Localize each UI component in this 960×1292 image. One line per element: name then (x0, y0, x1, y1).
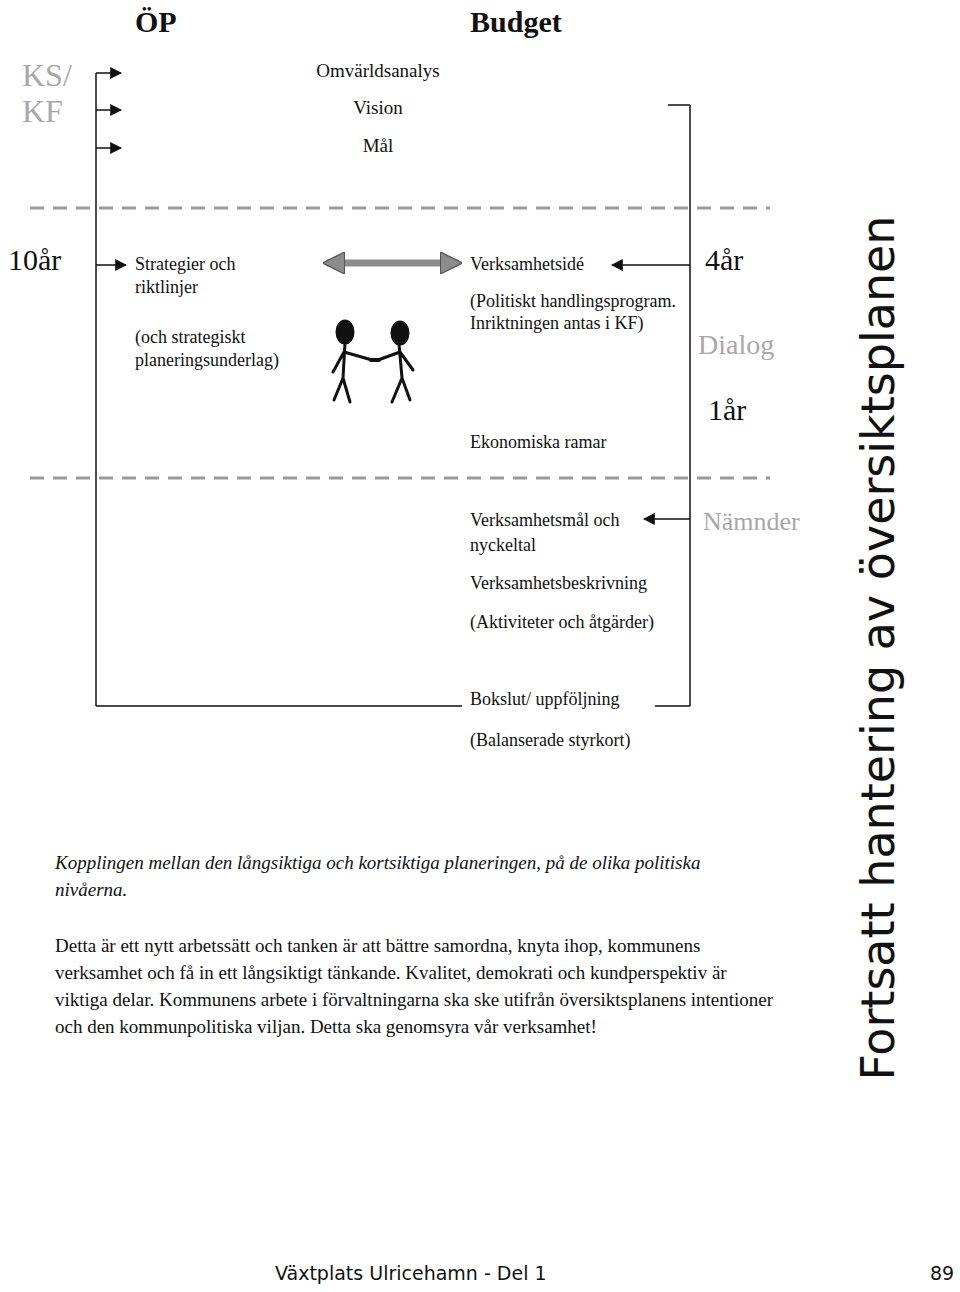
handshake-figures (333, 321, 413, 402)
period-label: 1år (708, 392, 746, 428)
period-label: 10år (8, 242, 61, 278)
block-note: (Politiskt handlingsprogram. Inriktninge… (470, 290, 684, 335)
level-label: Nämnder (703, 506, 800, 537)
page-title: Fortsatt hantering av översiktsplanen (855, 215, 901, 1080)
block-heading: Strategier och riktlinjer (135, 253, 270, 298)
strategy-block: Strategier och riktlinjer (och strategisk… (135, 253, 317, 371)
column-heading: Budget (470, 4, 562, 40)
period-label: 4år (705, 242, 743, 278)
block-heading: Verksamhetsidé (470, 253, 684, 276)
plan-step: (Balanserade styrkort) (470, 730, 630, 752)
figure-caption: Kopplingen mellan den långsiktiga och ko… (55, 849, 745, 903)
plan-step: (Aktiviteter och åtgärder) (470, 612, 654, 634)
plan-step: Ekonomiska ramar (470, 432, 606, 454)
budget-block: Verksamhetsidé (Politiskt handlingsprogra… (470, 253, 684, 335)
level-dividers (30, 208, 770, 478)
plan-step: Vision (303, 97, 453, 120)
body-paragraph: Detta är ett nytt arbetssätt och tanken … (55, 932, 775, 1040)
column-heading: ÖP (135, 4, 177, 40)
bracket-lines (96, 73, 690, 706)
page-number: 89 (930, 1262, 954, 1285)
level-label: KS/ KF (22, 58, 92, 130)
plan-step: Omvärldsanalys (303, 60, 453, 83)
plan-step: Mål (303, 135, 453, 158)
plan-step: Verksamhetsbeskrivning (470, 573, 647, 595)
plan-step: Verksamhetsmål och nyckeltal (470, 508, 630, 558)
level-label: Dialog (698, 328, 774, 362)
block-note: (och strategiskt planeringsunderlag) (135, 326, 317, 371)
plan-step: Bokslut/ uppföljning (470, 689, 620, 711)
double-arrow (327, 260, 458, 267)
page-footer: Växtplats Ulricehamn - Del 1 (275, 1262, 547, 1285)
